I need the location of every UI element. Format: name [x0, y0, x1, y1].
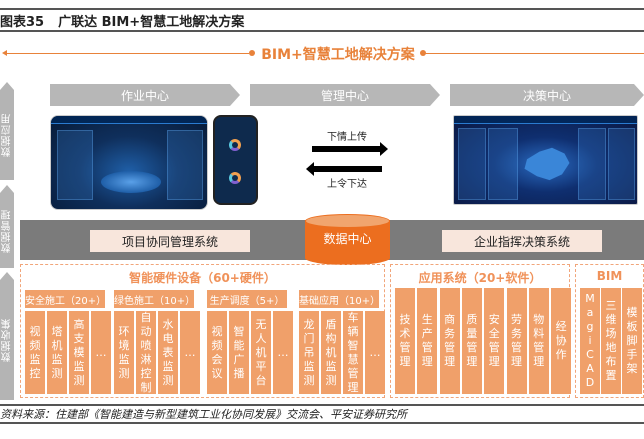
dashboard-topbar — [454, 116, 637, 124]
dashboard-topbar — [51, 116, 207, 124]
category-green: 绿色施工（10+） — [114, 290, 195, 308]
hardware-item: 高支模监测 — [69, 311, 89, 394]
layer-label: 数据管理 — [1, 208, 13, 253]
category-production: 生产调度（5+） — [207, 290, 287, 308]
dashboard-panel — [458, 128, 486, 200]
mobile-app-image — [213, 115, 258, 205]
flow-down-label: 上令下达 — [327, 179, 367, 190]
hardware-item: 视频监控 — [25, 311, 45, 394]
layer-data-collection: 数据收集 — [0, 272, 14, 400]
information-flow: 下情上传 上令下达 — [306, 128, 388, 190]
bim-title: BIM — [596, 269, 623, 283]
dashboard-panel — [578, 128, 606, 200]
project-collaboration-system: 项目协同管理系统 — [90, 230, 250, 252]
donut-chart-icon — [229, 172, 241, 184]
software-item: 商务管理 — [439, 288, 460, 394]
center-management: 管理中心 — [250, 84, 440, 106]
dashboard-3d-model — [101, 171, 161, 193]
hardware-item: 视频会议 — [207, 311, 227, 394]
center-decision: 决策中心 — [450, 84, 644, 106]
hardware-item: 车辆智慧管理 — [343, 311, 363, 394]
operation-dashboard-image — [50, 115, 208, 210]
data-center-database-icon: 数据中心 — [305, 214, 390, 265]
figure-header: 图表35 广联达 BIM+智慧工地解决方案 — [0, 8, 644, 32]
bim-item: 三维场地布置 — [601, 288, 621, 394]
banner-title: BIM+智慧工地解决方案 — [261, 47, 415, 63]
layer-data-management: 数据管理 — [0, 185, 14, 268]
dashboard-panel — [488, 128, 518, 200]
layer-label: 数据应用 — [1, 113, 13, 157]
dashboard-panel — [167, 130, 203, 200]
hardware-item: 环境监测 — [114, 311, 134, 394]
banner-line-right — [425, 53, 644, 54]
software-title: 应用系统（20+软件） — [418, 271, 542, 285]
source-note: 资料来源：住建部《智能建造与新型建筑工业化协同发展》交流会、平安证券研究所 — [0, 404, 644, 424]
dashboard-panel — [608, 128, 635, 200]
hardware-item: 盾构机监测 — [321, 311, 341, 394]
software-item: 质量管理 — [461, 288, 482, 394]
software-item: 安全管理 — [484, 288, 505, 394]
hardware-item: 自动喷淋控制 — [136, 311, 156, 394]
banner-dot-left-icon — [249, 50, 255, 56]
layer-data-application: 数据应用 — [0, 82, 14, 180]
banner-dot-right-icon — [420, 50, 426, 56]
data-center-label: 数据中心 — [323, 232, 372, 246]
software-item: 技术管理 — [395, 288, 415, 394]
hardware-item: 龙门吊监测 — [299, 311, 319, 394]
donut-chart-icon — [229, 139, 241, 151]
hardware-item: 水电表监测 — [158, 311, 178, 394]
arrow-right-icon — [312, 142, 388, 156]
software-item: 经协作 — [551, 288, 572, 394]
enterprise-command-system: 企业指挥决策系统 — [442, 230, 602, 252]
banner-line-left — [4, 53, 249, 54]
hardware-item: … — [365, 311, 385, 394]
software-item: 物料管理 — [528, 288, 549, 394]
flow-up-label: 下情上传 — [327, 132, 367, 143]
solution-banner: BIM+智慧工地解决方案 — [0, 44, 644, 64]
center-operation: 作业中心 — [50, 84, 240, 106]
hardware-item: 智能广播 — [229, 311, 249, 394]
hardware-item: … — [180, 311, 200, 394]
hardware-item: 无人机平台 — [251, 311, 271, 394]
hardware-item: 塔机监测 — [47, 311, 67, 394]
decision-dashboard-image — [453, 115, 638, 205]
layer-label: 数据收集 — [1, 318, 13, 362]
hardware-item: … — [273, 311, 293, 394]
dashboard-panel — [57, 130, 93, 200]
china-map-icon — [524, 147, 570, 181]
figure-title: 广联达 BIM+智慧工地解决方案 — [58, 14, 245, 30]
hardware-item: … — [91, 311, 111, 394]
figure-number: 图表35 — [0, 14, 45, 30]
category-safety: 安全施工（20+） — [25, 290, 106, 308]
software-item: 生产管理 — [417, 288, 438, 394]
category-basic: 基础应用（10+） — [299, 290, 380, 308]
hardware-title: 智能硬件设备（60+硬件） — [129, 271, 276, 285]
software-item: 劳务管理 — [506, 288, 527, 394]
arrow-left-icon — [306, 162, 382, 176]
bim-item: 模板脚手架 — [622, 288, 642, 394]
